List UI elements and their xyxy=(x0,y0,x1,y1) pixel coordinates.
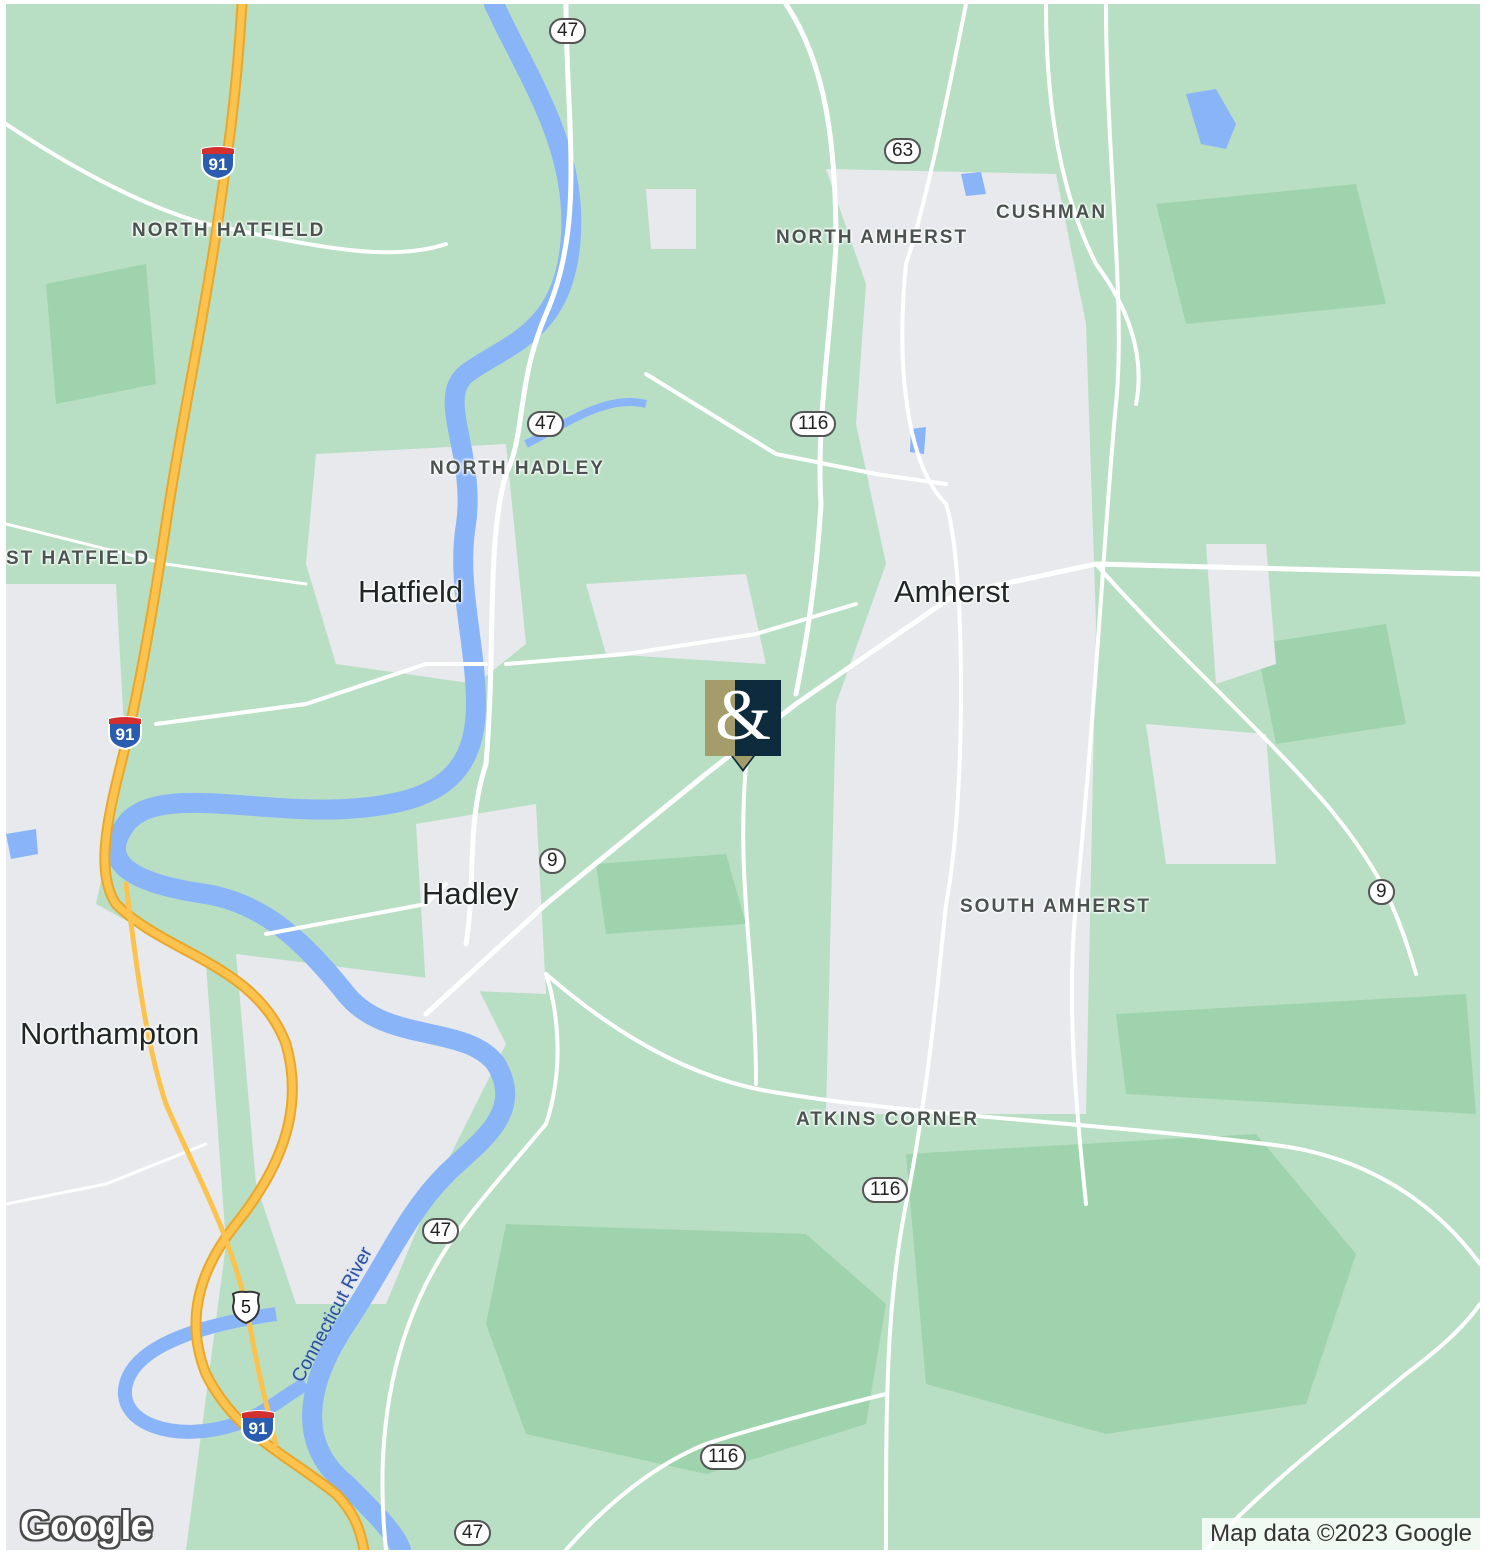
place-label-atkins-corner: ATKINS CORNER xyxy=(796,1109,979,1130)
interstate-91-shield: 91 xyxy=(200,146,236,181)
place-label-cushman: CUSHMAN xyxy=(996,202,1108,223)
map-attribution[interactable]: Map data ©2023 Google xyxy=(1202,1518,1480,1550)
route-9-shield: 9 xyxy=(539,848,566,874)
us-5-road xyxy=(123,881,279,1447)
place-label-north-hatfield: NORTH HATFIELD xyxy=(132,220,326,241)
interstate-91-shield: 91 xyxy=(107,716,143,751)
route-47-shield: 47 xyxy=(422,1218,460,1244)
interstate-91-shield: 91 xyxy=(240,1410,276,1445)
city-label-hatfield: Hatfield xyxy=(358,574,464,609)
city-label-northampton: Northampton xyxy=(20,1016,200,1051)
route-47-shield: 47 xyxy=(527,411,565,437)
route-9-shield: 9 xyxy=(1368,879,1395,905)
place-label-south-amherst: SOUTH AMHERST xyxy=(960,896,1152,917)
city-label-hadley: Hadley xyxy=(422,876,519,911)
map-base-layer xyxy=(6,4,1480,1550)
route-63-shield: 63 xyxy=(884,138,922,164)
route-47-shield: 47 xyxy=(549,18,587,44)
route-116-shield: 116 xyxy=(700,1444,747,1470)
roads xyxy=(6,4,1480,1550)
place-label-north-hadley: NORTH HADLEY xyxy=(430,458,605,479)
ampersand-logo-pin-icon xyxy=(705,680,781,772)
route-116-shield: 116 xyxy=(790,411,837,437)
map-canvas[interactable]: NORTH HATFIELD NORTH AMHERST CUSHMAN NOR… xyxy=(6,4,1480,1550)
route-116-shield: 116 xyxy=(862,1177,909,1203)
google-logo: Google xyxy=(20,1504,153,1548)
marker-symbol: & xyxy=(714,675,771,755)
place-label-west-hatfield: ST HATFIELD xyxy=(6,548,151,569)
city-label-amherst: Amherst xyxy=(894,574,1010,609)
forest-areas xyxy=(46,184,1476,1474)
connecticut-river xyxy=(106,4,582,1550)
place-label-north-amherst: NORTH AMHERST xyxy=(776,227,969,248)
route-47-shield: 47 xyxy=(454,1520,492,1546)
us-route-5-shield: 5 xyxy=(230,1290,262,1325)
location-marker[interactable]: & xyxy=(705,675,781,778)
